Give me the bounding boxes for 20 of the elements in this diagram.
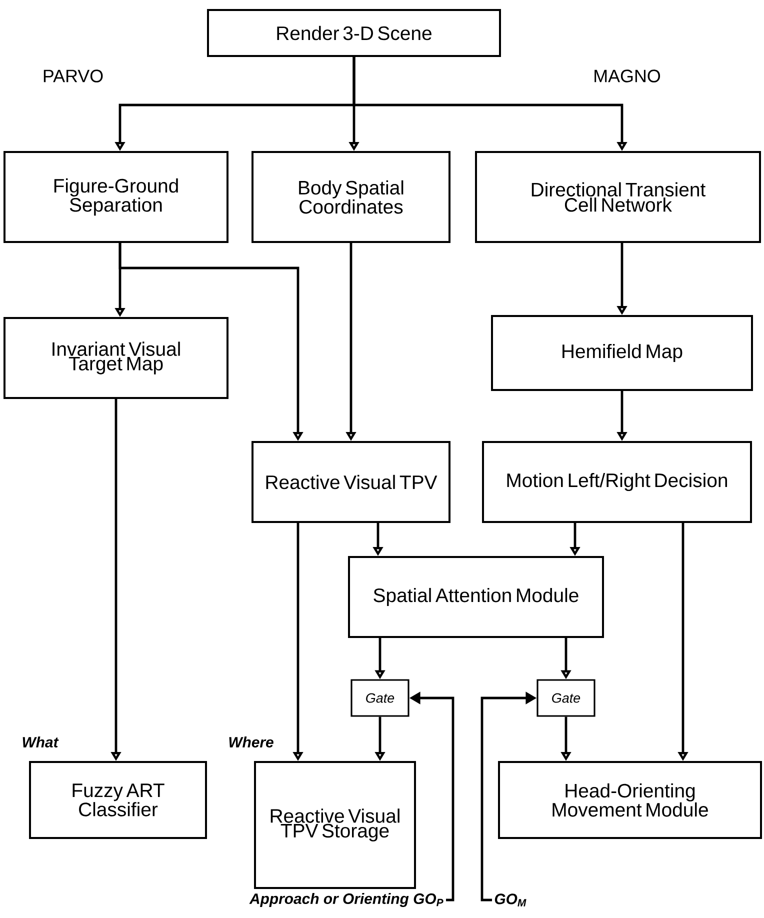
process-box: Body Spatial Coordinates: [252, 151, 450, 243]
side-label: MAGNO: [594, 70, 660, 82]
process-box: Fuzzy ART Classifier: [29, 761, 207, 839]
process-box: Spatial Attention Module: [348, 556, 604, 638]
process-box: Head-Orienting Movement Module: [498, 761, 762, 839]
process-box: Hemifield Map: [491, 315, 753, 391]
process-box: Render 3-D Scene: [207, 9, 501, 57]
process-box: Figure-Ground Separation: [4, 151, 228, 243]
process-box: Motion Left/Right Decision: [482, 441, 752, 523]
side-label: PARVO: [44, 70, 103, 82]
process-box: Invariant Visual Target Map: [4, 317, 228, 399]
side-label: What: [22, 736, 59, 748]
signal-label: Approach or Orienting GO$_{P}$: [249, 893, 444, 907]
process-box: Reactive Visual TPV: [252, 441, 450, 523]
process-box: Directional Transient Cell Network: [475, 151, 761, 243]
process-box: Reactive Visual TPV Storage: [254, 761, 416, 889]
side-label: Where: [229, 736, 274, 748]
signal-label: GO$_{M}$: [494, 894, 526, 906]
gate-box: Gate: [350, 679, 410, 717]
gate-box: Gate: [536, 679, 596, 717]
